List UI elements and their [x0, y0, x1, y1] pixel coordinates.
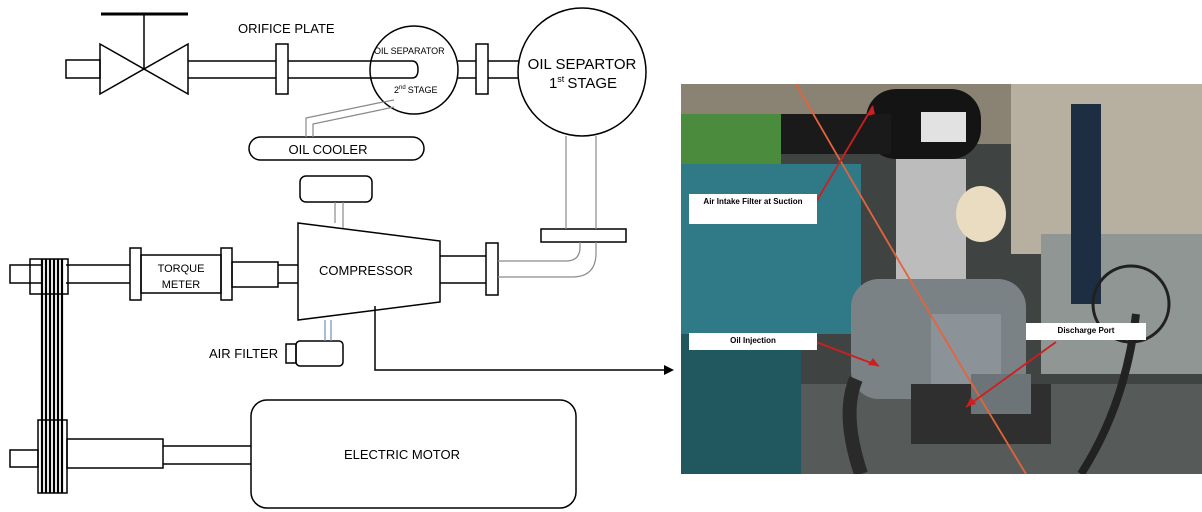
test-rig-photo: Air Intake Filter at Suction Oil Injecti…: [681, 84, 1202, 474]
label-meter: METER: [162, 279, 201, 291]
coupling-shaft: [232, 262, 278, 287]
callout-air-intake-filter: Air Intake Filter at Suction: [689, 194, 817, 224]
label-orifice-plate: ORIFICE PLATE: [238, 21, 335, 36]
water-line: [325, 320, 331, 341]
pointer-line: [375, 306, 664, 370]
label-oil-separator-big: OIL SEPARTOR: [528, 56, 637, 73]
pointer-arrowhead: [664, 365, 674, 375]
separator-flange: [476, 44, 488, 94]
motor-coupling: [67, 439, 163, 468]
discharge-flange: [486, 243, 498, 295]
label-compressor: COMPRESSOR: [319, 263, 413, 278]
callout-discharge-port: Discharge Port: [1026, 323, 1146, 340]
separator-base-plate: [541, 229, 626, 242]
label-torque: TORQUE: [158, 263, 205, 275]
torque-meter-flange-right: [221, 248, 232, 300]
photo-illustration: [681, 84, 1202, 474]
label-oil-separator-small: OIL SEPARATOR: [374, 46, 445, 56]
motor-shaft-stub: [10, 450, 38, 467]
torque-meter-flange-left: [130, 248, 141, 300]
label-oil-cooler: OIL COOLER: [289, 142, 368, 157]
photo-wall: [1011, 84, 1202, 254]
orifice-plate: [276, 44, 288, 94]
label-air-filter: AIR FILTER: [209, 346, 278, 361]
oil-return-lines: [306, 100, 596, 277]
label-electric-motor: ELECTRIC MOTOR: [344, 447, 460, 462]
air-filter: [296, 341, 343, 366]
air-filter-inlet: [286, 344, 296, 363]
input-shaft: [10, 265, 42, 283]
inlet-pipe-stub: [66, 60, 100, 78]
pipe-to-second-stage: [288, 61, 418, 78]
oil-filter: [300, 176, 372, 202]
oil-separator-second-stage: [370, 26, 458, 114]
callout-oil-injection: Oil Injection: [689, 333, 817, 350]
